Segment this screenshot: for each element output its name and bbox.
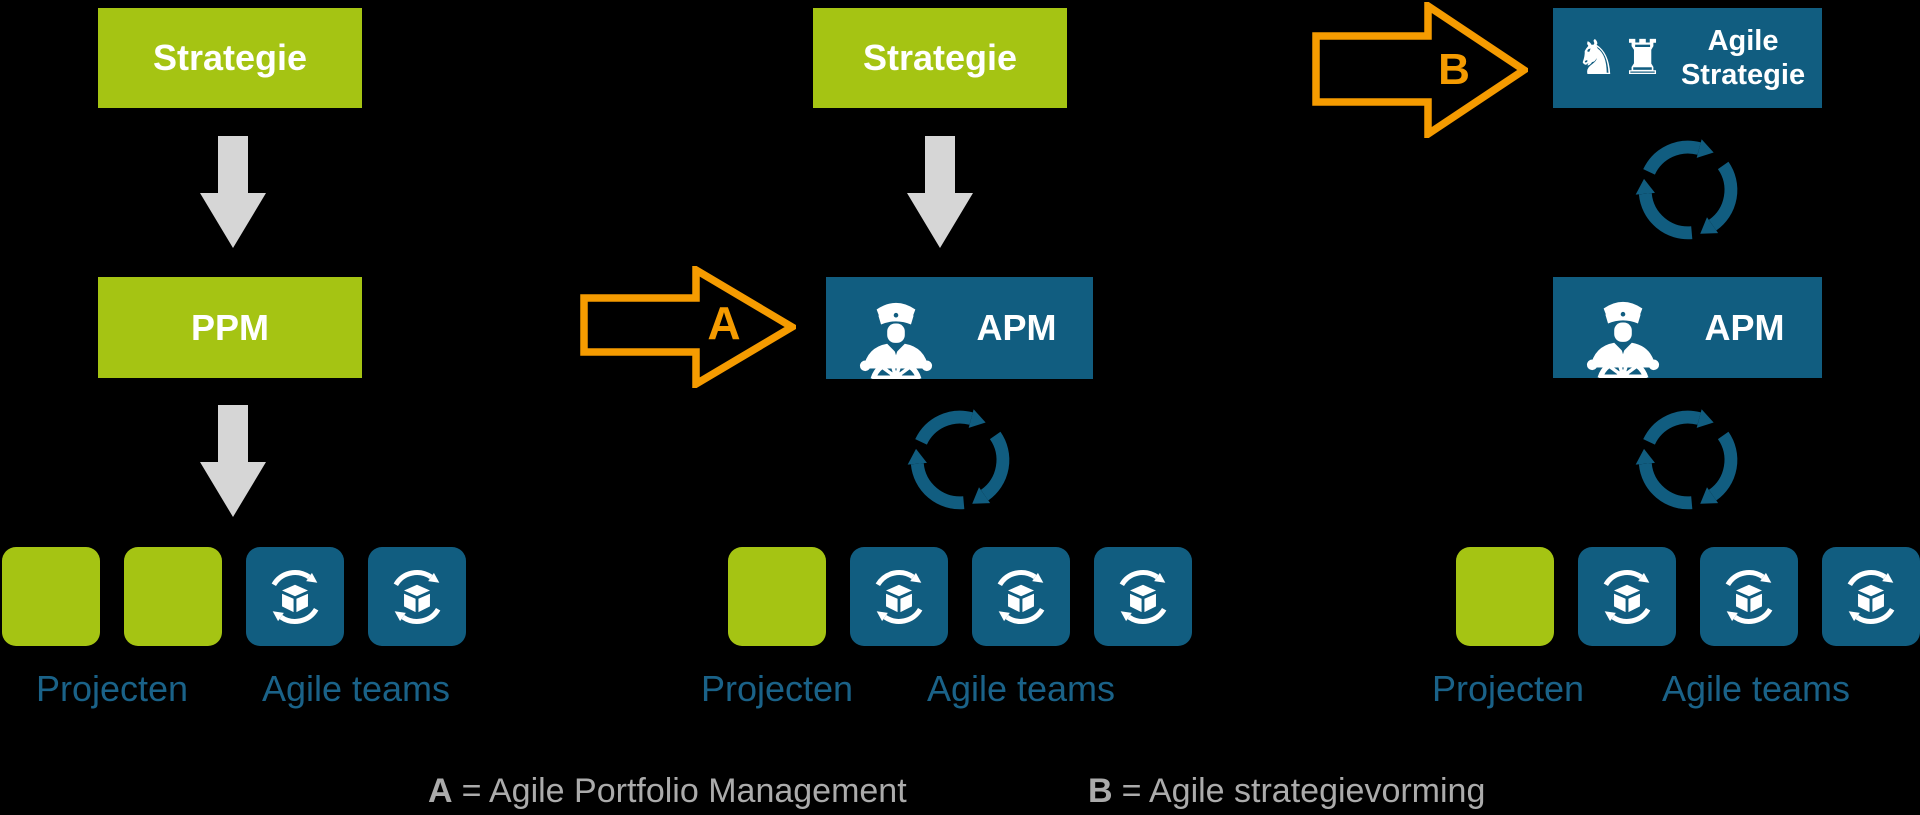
legend-text-a: = Agile Portfolio Management	[461, 772, 907, 810]
callout-letter-a: A	[707, 297, 741, 349]
apm-box: APM	[826, 277, 1093, 379]
agile-team-square	[1822, 547, 1920, 646]
ppm-box: PPM	[98, 277, 362, 378]
projects-teams-row	[2, 547, 466, 646]
agile-strategie-line2: Strategie	[1680, 59, 1806, 91]
cycle-arrows-icon	[901, 401, 1019, 519]
package-cycle-icon	[863, 561, 935, 633]
project-square	[728, 547, 826, 646]
strategie-box: Strategie	[813, 8, 1067, 108]
projects-label: Projecten	[35, 668, 189, 709]
apm-box-label: APM	[1704, 306, 1785, 348]
legend-key-a: A	[428, 772, 453, 810]
projects-label: Projecten	[1431, 668, 1585, 709]
package-cycle-icon	[381, 561, 453, 633]
strategie-box-label: Strategie	[152, 37, 308, 78]
project-square	[1456, 547, 1554, 646]
agile-team-square	[246, 547, 344, 646]
legend-text-b: = Agile strategievorming	[1121, 772, 1486, 810]
callout-arrow-a-icon	[580, 266, 796, 388]
chess-rook-icon: ♜	[1621, 30, 1665, 86]
apm-box: APM	[1553, 277, 1822, 378]
cycle-arrows-icon	[1629, 131, 1747, 249]
cycle-arrows-icon	[1629, 401, 1747, 519]
package-cycle-icon	[1107, 561, 1179, 633]
projects-label: Projecten	[700, 668, 854, 709]
agile-team-square	[368, 547, 466, 646]
package-cycle-icon	[1591, 561, 1663, 633]
agile-team-square	[850, 547, 948, 646]
project-square	[2, 547, 100, 646]
agile-teams-label: Agile teams	[1661, 668, 1851, 709]
chess-icons: ♞ ♜	[1575, 34, 1664, 82]
callout-arrow-b-icon	[1312, 2, 1528, 138]
projects-teams-row	[728, 547, 1192, 646]
strategie-box-label: Strategie	[862, 37, 1018, 78]
projects-teams-row	[1456, 547, 1920, 646]
package-cycle-icon	[985, 561, 1057, 633]
agile-team-square	[1700, 547, 1798, 646]
ppm-box-label: PPM	[190, 306, 269, 348]
agile-team-square	[1578, 547, 1676, 646]
captain-helm-icon	[852, 291, 940, 379]
package-cycle-icon	[1835, 561, 1907, 633]
agile-teams-label: Agile teams	[261, 668, 451, 709]
apm-box-label: APM	[976, 307, 1057, 348]
project-square	[124, 547, 222, 646]
captain-helm-icon	[1579, 290, 1667, 378]
down-arrow-icon	[200, 136, 266, 248]
callout-letter-b: B	[1438, 45, 1470, 94]
legend-key-b: B	[1088, 772, 1113, 810]
chess-knight-icon: ♞	[1575, 30, 1619, 86]
down-arrow-icon	[907, 136, 973, 248]
agile-team-square	[1094, 547, 1192, 646]
package-cycle-icon	[259, 561, 331, 633]
strategie-box: Strategie	[98, 8, 362, 108]
agile-strategie-line1: Agile	[1707, 24, 1779, 57]
down-arrow-icon	[200, 405, 266, 517]
agile-strategie-box-label: Agile Strategie	[1664, 24, 1822, 92]
agile-strategie-box: ♞ ♜ Agile Strategie	[1553, 8, 1822, 108]
agile-team-square	[972, 547, 1070, 646]
agile-teams-label: Agile teams	[926, 668, 1116, 709]
legend-item-a: A= Agile Portfolio Management	[428, 772, 907, 811]
legend-item-b: B= Agile strategievorming	[1088, 772, 1485, 811]
package-cycle-icon	[1713, 561, 1785, 633]
